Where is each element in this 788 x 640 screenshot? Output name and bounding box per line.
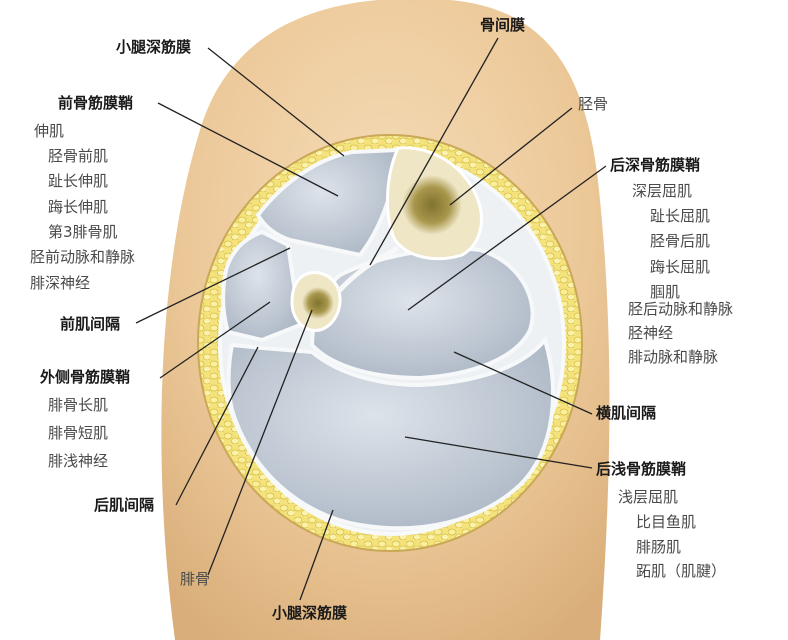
leader-fibula xyxy=(207,309,313,576)
fibula-marrow xyxy=(302,287,334,319)
deep-posterior-item: 腘肌 xyxy=(650,283,681,301)
anterior-muscle-item: 踇长伸肌 xyxy=(48,198,109,216)
leader-superficial-posterior xyxy=(404,436,593,469)
label-fibula: 腓骨 xyxy=(180,570,211,588)
label-deep-fascia-bottom: 小腿深筋膜 xyxy=(272,604,348,622)
leader-lateral xyxy=(159,301,271,379)
label-transverse-septum: 横肌间隔 xyxy=(596,404,657,422)
anterior-muscle-item: 伸肌 xyxy=(34,122,65,140)
anterior-muscle-item: 第3腓骨肌 xyxy=(48,223,118,241)
leader-posterior-septum xyxy=(175,346,259,506)
leader-deep-fascia-bottom xyxy=(299,509,334,601)
leader-interosseous xyxy=(369,37,499,266)
superficial-posterior-compartment-shape xyxy=(226,335,555,531)
superficial-posterior-item: 跖肌（肌腱） xyxy=(636,562,727,580)
label-deep-posterior-compartment: 后深骨筋膜鞘 xyxy=(610,156,701,174)
anterior-muscle-item: 腓深神经 xyxy=(30,274,91,292)
superficial-posterior-item: 腓肠肌 xyxy=(636,538,682,556)
interosseous-membrane xyxy=(336,245,400,294)
deep-posterior-item: 趾长屈肌 xyxy=(650,207,711,225)
deep-posterior-item: 胫后动脉和静脉 xyxy=(628,300,734,318)
anterior-muscle-item: 趾长伸肌 xyxy=(48,172,109,190)
leader-tibia xyxy=(449,107,573,206)
leader-lines xyxy=(135,37,607,601)
leader-deep-fascia-top xyxy=(207,47,345,157)
anterior-muscle-item: 胫骨前肌 xyxy=(48,147,109,165)
deep-posterior-item: 腓动脉和静脉 xyxy=(628,348,719,366)
label-superficial-posterior-compartment: 后浅骨筋膜鞘 xyxy=(596,460,687,478)
label-lateral-compartment: 外侧骨筋膜鞘 xyxy=(40,368,131,386)
deep-posterior-item: 踇长屈肌 xyxy=(650,258,711,276)
label-anterior-compartment: 前骨筋膜鞘 xyxy=(58,94,134,112)
label-posterior-septum: 后肌间隔 xyxy=(94,496,155,514)
lateral-item: 腓骨长肌 xyxy=(48,396,109,414)
lateral-item: 腓浅神经 xyxy=(48,452,109,470)
leader-anterior-septum xyxy=(135,247,291,324)
anterior-muscle-item: 胫前动脉和静脉 xyxy=(30,248,136,266)
deep-posterior-item: 胫骨后肌 xyxy=(650,232,711,250)
label-anterior-septum: 前肌间隔 xyxy=(60,315,121,333)
leader-transverse xyxy=(453,351,593,415)
label-tibia: 胫骨 xyxy=(578,95,609,113)
superficial-posterior-item: 浅层屈肌 xyxy=(618,488,679,506)
deep-posterior-item: 深层屈肌 xyxy=(632,182,693,200)
leader-deep-posterior xyxy=(407,165,607,311)
lateral-item: 腓骨短肌 xyxy=(48,424,109,442)
label-interosseous-membrane: 骨间膜 xyxy=(480,16,526,34)
tibia-marrow xyxy=(402,175,462,235)
superficial-posterior-item: 比目鱼肌 xyxy=(636,513,697,531)
label-deep-fascia-top: 小腿深筋膜 xyxy=(116,38,192,56)
deep-posterior-item: 胫神经 xyxy=(628,324,674,342)
leader-anterior-compartment xyxy=(157,102,339,197)
